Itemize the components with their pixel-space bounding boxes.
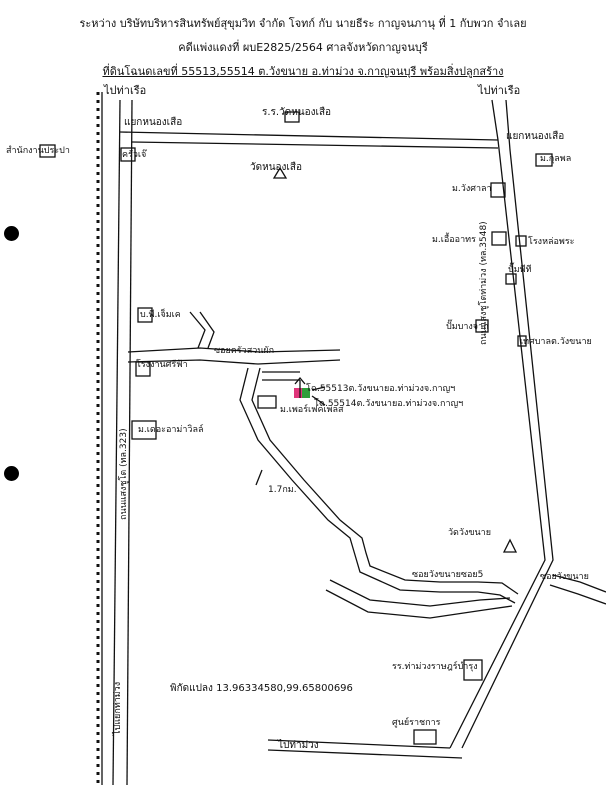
plot-55513-marker [294,388,302,398]
pt-jm-marker [137,307,153,323]
label-factory: โรงงานศรีฟ้า [136,360,188,370]
header-line-1: ระหว่าง บริษัทบริหารสินทรัพย์สุขุมวิท จำ… [79,17,527,30]
tambon-office-marker [517,335,527,347]
label-krua-jeh: ครัวเจ๊ [122,150,147,160]
label-to-tha-muang-left: ไปแยกท่าม่วง [113,681,123,735]
road-spur-plots [262,371,300,381]
label-coords: พิกัดแปลง 13.96334580,99.65800696 [170,683,353,694]
label-school-wat-nong-suea: ร.ร.วัดหนองเสือ [262,107,332,118]
label-wat-wang-khanai: วัดวังขนาย [448,528,491,538]
label-plot-55513: โฉ.55513ต.วังขนายอ.ท่าม่วงจ.กาญฯ [306,384,456,394]
label-tambon-office: เทศบาลต.วังขนาย [520,337,592,347]
label-village-muea: ม.เอื้ออาทร [432,235,476,245]
plot-55514-marker [302,388,310,398]
label-junction-left: แยกหนองเสือ [124,117,183,128]
water-office-marker [39,144,56,158]
village-kunlaphon-marker [535,153,553,167]
highway-3548 [449,99,554,749]
village-muea-marker [491,231,507,246]
plot-55513-leader [311,386,326,391]
label-to-tha-ruea-right: ไปท่าเรือ [478,84,521,97]
label-junction-right: แยกหนองเสือ [506,131,565,142]
road-soi-khrua [127,311,341,365]
factory-marker [135,361,151,377]
label-village-kunlaphon: ม.กุลพล [540,154,572,164]
bang-chak-marker [475,319,489,333]
label-ptt: ปั๊มพีที [508,265,532,275]
distance-tick [255,469,263,486]
road-nong-suea [119,131,499,149]
label-gov-center: ศูนย์ราชการ [392,718,441,728]
label-road-3548: ถนนแสงชูโตท่าม่วง (ทล.3548) [479,221,489,345]
highway-323 [112,99,133,786]
school-tha-muang-marker [463,659,483,681]
village-perfect-marker [257,395,277,409]
punch-hole-bottom [4,466,19,481]
label-wat-nong-suea: วัดหนองเสือ [250,162,302,173]
label-soi-wang-khanai-5: ซอยวังขนายซอย5 [412,570,484,580]
header-line-2: คดีแพ่งแดงที่ ผบE2825/2564 ศาลจังหวัดกาญ… [178,41,428,54]
road-soi-wang-khanai [549,574,606,605]
label-lhong-phra: โรงหล่อพระ [528,237,575,247]
label-to-tha-ruea-left: ไปท่าเรือ [104,84,147,97]
village-wang-sala-marker [490,182,506,198]
krua-jeh-marker [120,147,136,162]
label-village-perfect: ม.เพอร์เฟคเพลส [280,405,344,415]
village-left-marker [131,420,157,440]
road-soi-wang-khanai-5 [239,367,519,619]
label-water-office: สำนักงานประปา [6,146,70,156]
label-to-tha-muang-bottom: ไปท่าม่วง [278,740,319,751]
label-plot-55514: โฉ.55514ต.วังขนายอ.ท่าม่วงจ.กาญฯ [314,399,464,409]
temple-wang-khanai-icon [502,538,518,553]
label-village-left: ม.เดอะอาม่าวิลล์ [138,425,204,435]
label-pt-jm: บ.พี.เจ็มเค [140,310,181,320]
label-soi-khrua: ซอยครัวสวนผัก [214,346,275,356]
header-line-3: ที่ดินโฉนดเลขที่ 55513,55514 ต.วังขนาย อ… [102,65,504,78]
label-soi-wang-khanai: ซอยวังขนาย [540,572,589,582]
plot-pointer-arrowhead [294,376,306,385]
label-school-tha-muang: รร.ท่าม่วงราษฎร์บำรุง [392,662,478,672]
road-bottom [267,739,463,759]
school-wat-nong-suea-marker [284,111,300,123]
label-distance: 1.7กม. [268,485,297,495]
temple-nong-suea-icon [272,166,288,179]
railway-line [96,92,103,785]
lhong-phra-marker [515,235,527,247]
punch-hole-top [4,226,19,241]
label-road-323: ถนนแสงชูโต (ทล.323) [119,428,129,520]
gov-center-marker [413,729,437,745]
label-bang-chak: ปั๊มบางจาก [446,322,489,332]
plot-55514-leader [311,395,326,406]
ptt-marker [505,273,517,285]
label-village-wang-sala: ม.วังศาลา [452,184,492,194]
